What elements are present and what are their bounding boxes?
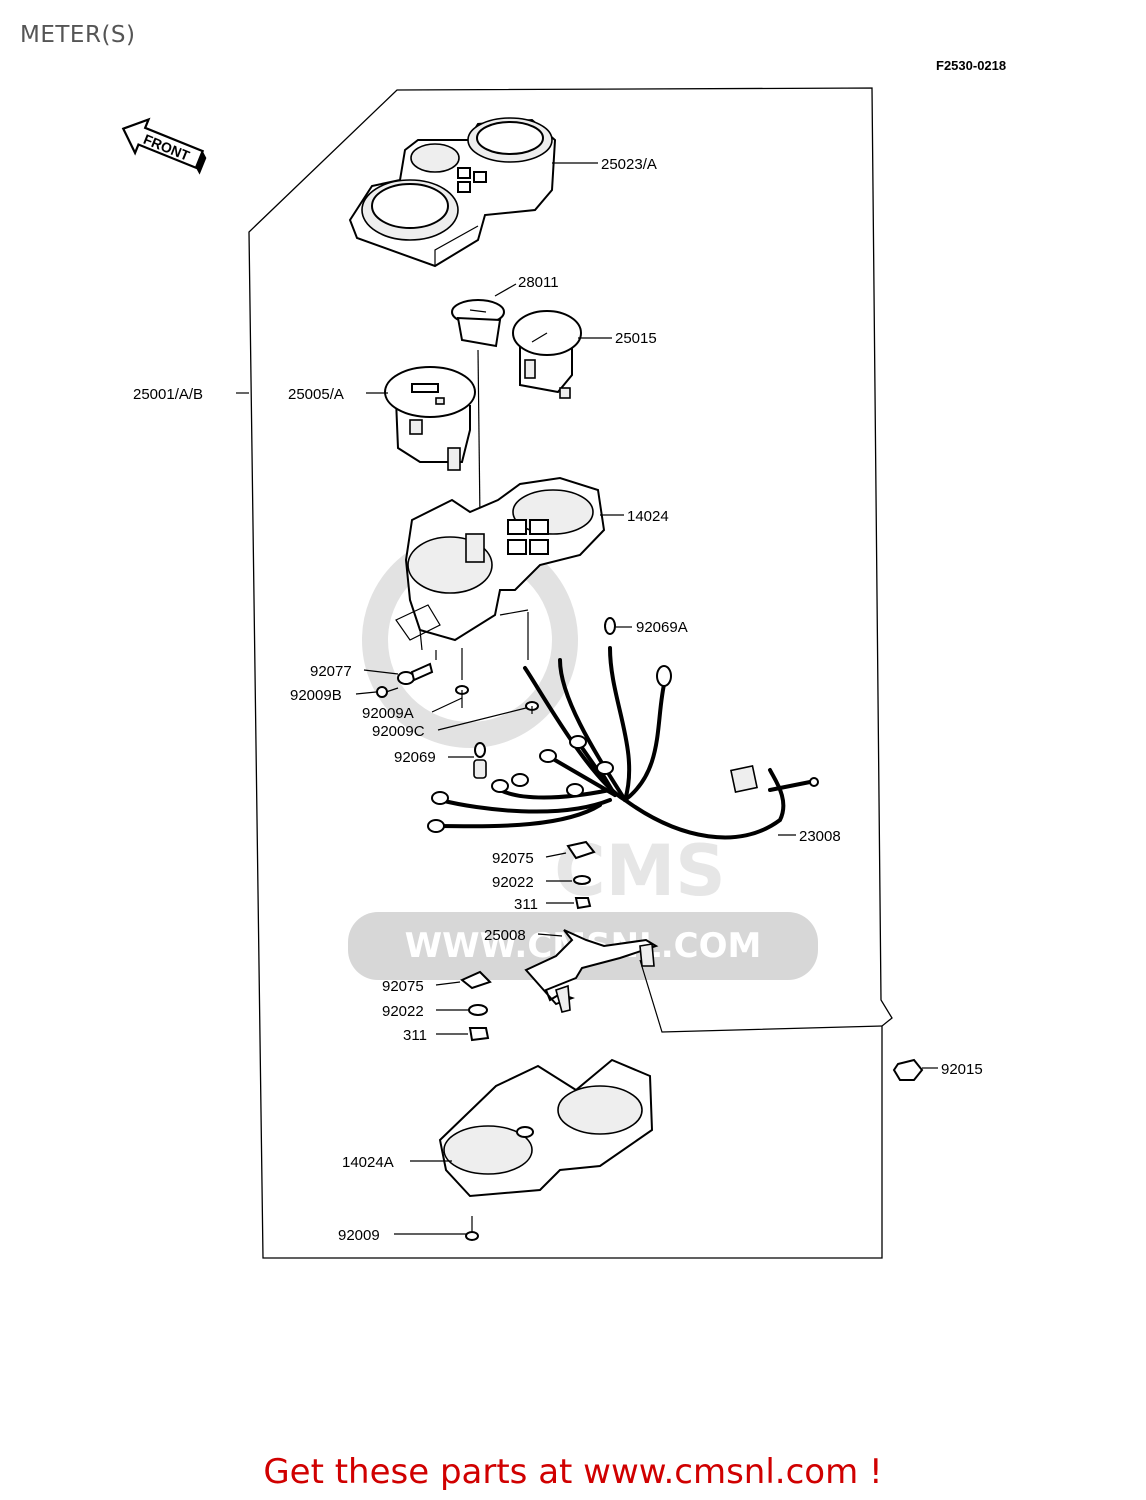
part-label: 92069 xyxy=(394,749,436,766)
parts-diagram: WWW.CMSNL.COM CMS FRONT xyxy=(121,87,983,1259)
wiring-harness xyxy=(427,646,819,840)
part-label: 92009B xyxy=(290,687,342,704)
figure-code: F2530-0218 xyxy=(936,58,1007,73)
meter-cover xyxy=(348,117,557,268)
page-title: METER(S) xyxy=(20,22,136,48)
washer-92022-lower xyxy=(468,1004,488,1016)
part-label: 92009C xyxy=(372,723,425,740)
indicator-unit xyxy=(451,299,505,521)
part-label: 28011 xyxy=(518,274,559,291)
meter-case-upper xyxy=(404,476,606,651)
nut-311 xyxy=(574,897,592,910)
promo-footer-link[interactable]: Get these parts at www.cmsnl.com ! xyxy=(263,1452,883,1492)
part-labels: 25023/A 28011 25015 25001/A/B 25005/A 14… xyxy=(133,156,983,1244)
part-label: 92015 xyxy=(941,1061,983,1078)
part-label: 25005/A xyxy=(288,386,344,403)
part-label: 92069A xyxy=(636,619,688,636)
part-label: 25008 xyxy=(484,927,526,944)
part-label: 92075 xyxy=(492,850,534,867)
bracket xyxy=(524,929,659,1013)
part-label: 92022 xyxy=(492,874,534,891)
screw-92009C xyxy=(525,701,539,714)
part-label: 25023/A xyxy=(601,156,657,173)
part-label: 14024 xyxy=(627,508,669,525)
part-label: 14024A xyxy=(342,1154,394,1171)
part-label: 92075 xyxy=(382,978,424,995)
part-label: 25001/A/B xyxy=(133,386,203,403)
washer-92022 xyxy=(573,875,591,885)
part-label: 311 xyxy=(514,896,538,913)
part-label: 311 xyxy=(403,1027,427,1044)
bulb-92069-icon xyxy=(473,742,487,779)
grommet-92075 xyxy=(566,840,596,860)
screw-92009A xyxy=(455,685,469,708)
nut-311-lower xyxy=(468,1027,490,1042)
screw-92077 xyxy=(397,662,434,685)
grommet-92075-lower xyxy=(460,970,492,990)
screw-92009 xyxy=(465,1216,479,1241)
small-gauge xyxy=(512,310,582,399)
part-label: 92009A xyxy=(362,705,414,722)
part-label: 25015 xyxy=(615,330,657,347)
part-label: 92009 xyxy=(338,1227,380,1244)
bulb-92069A-icon xyxy=(604,617,616,635)
meter-case-lower xyxy=(438,1058,654,1198)
nut-92015 xyxy=(892,1058,924,1081)
guide-lines xyxy=(395,604,883,1033)
screw-92009B xyxy=(376,686,399,698)
part-label: 92022 xyxy=(382,1003,424,1020)
part-label: 23008 xyxy=(799,828,841,845)
front-arrow-icon: FRONT xyxy=(121,117,207,175)
speedometer xyxy=(384,366,476,471)
leader-lines xyxy=(236,162,938,1235)
part-label: 92077 xyxy=(310,663,352,680)
